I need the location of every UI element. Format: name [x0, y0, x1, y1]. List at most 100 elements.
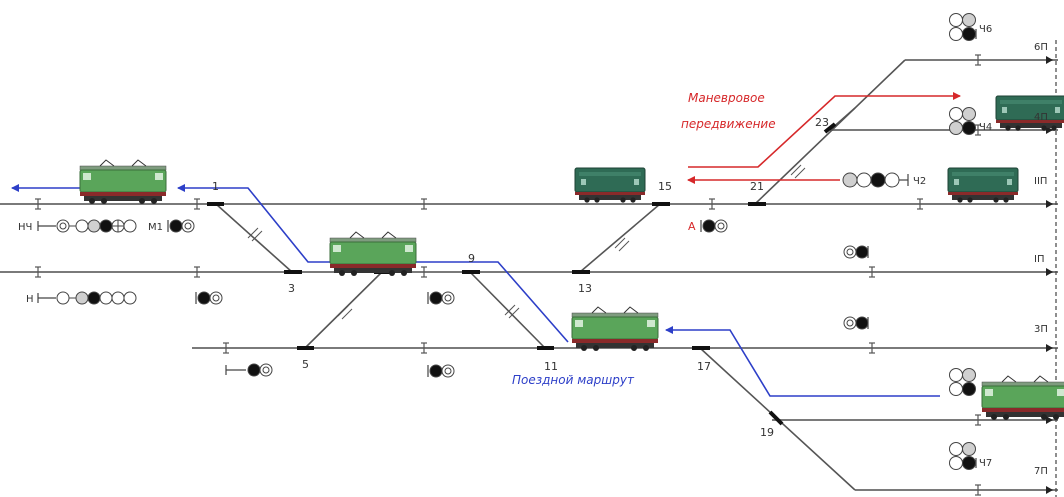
signal-labels: НЧ Н М1 А Ч2 Ч4 Ч6 Ч7 [18, 24, 992, 469]
crossover-hatches [247, 164, 806, 320]
signal-lamp-icon [949, 107, 963, 121]
signal-lamp-icon [429, 291, 443, 305]
track-label-7: 7П [1034, 466, 1048, 477]
signal-label-m1: М1 [148, 222, 163, 233]
switch-number-label: 23 [815, 116, 829, 129]
signal-lamp-icon [842, 172, 858, 188]
switch-blade [768, 410, 784, 426]
diesel-locomotive-icon [995, 95, 1064, 132]
diesel-locomotive-icon [574, 167, 646, 204]
crossover-1-3 [215, 203, 293, 273]
signal-lamp-icon [962, 13, 976, 27]
electric-locomotive-icon [981, 375, 1064, 421]
signal-lamp-icon [99, 219, 113, 233]
track-label-1: IП [1034, 254, 1044, 265]
signal-m-right-2 [843, 316, 869, 330]
signal-lamp-icon [111, 291, 125, 305]
signal-lamp-icon [429, 364, 443, 378]
switch-number-label: 21 [750, 180, 764, 193]
signal-lamp-icon [949, 382, 963, 396]
train-route-label: Поездной маршрут [512, 373, 635, 387]
signal-lamp-icon [962, 121, 976, 135]
signal-lamp-icon [962, 442, 976, 456]
switch-blade [823, 122, 837, 134]
signal-lamp-icon [856, 172, 872, 188]
track-end-markers [1046, 56, 1053, 494]
signal-lamp-icon [56, 291, 70, 305]
route-arrow-icon [688, 92, 961, 168]
route-arrow-icon [177, 184, 330, 263]
electric-locomotive-icon [571, 306, 659, 352]
signal-nch [37, 219, 137, 233]
signal-label-ch2: Ч2 [913, 176, 926, 187]
signal-lamp-icon [962, 368, 976, 382]
switch-number-labels: 1 3 5 9 11 13 15 17 19 21 23 [212, 116, 829, 439]
signal-lamp-icon [75, 219, 89, 233]
signal-lamp-icon [962, 382, 976, 396]
signal-m1 [167, 219, 195, 233]
signal-label-nch: НЧ [18, 222, 32, 233]
signal-lamp-icon [123, 219, 137, 233]
route-annotations: Маневровое передвижение Поездной маршрут [512, 91, 776, 387]
signal-label-n: Н [26, 294, 34, 305]
crossover-9-11 [469, 271, 546, 349]
signal-lamp-icon [247, 363, 261, 377]
shunting-label-line1: Маневровое [688, 91, 765, 105]
track-labels: 6П 4П IIП IП 3П 7П [1034, 42, 1048, 477]
shunting-label-line2: передвижение [681, 117, 776, 131]
signal-ch7 [949, 442, 977, 470]
signal-lamp-icon [884, 172, 900, 188]
signal-m-right-1 [843, 245, 869, 259]
signal-ch4 [949, 107, 976, 135]
signal-a [700, 219, 728, 233]
signal-label-ch7: Ч7 [979, 458, 992, 469]
shunting-route [687, 92, 961, 184]
switch-number-label: 13 [578, 282, 592, 295]
signal-label-ch4: Ч4 [979, 122, 992, 133]
crossover-13-15 [579, 203, 661, 273]
signal-lamp-icon [99, 291, 113, 305]
signal-ch2 [842, 172, 909, 188]
signal-lamp-icon [962, 456, 976, 470]
signal-label-a: А [688, 220, 696, 233]
signal-lamp-icon [962, 107, 976, 121]
signal-lamp-icon [87, 219, 101, 233]
track-label-2: IIП [1034, 176, 1047, 187]
signal-lamp-icon [87, 291, 101, 305]
signal-lamp-icon [123, 291, 137, 305]
track-label-4: 4П [1034, 112, 1048, 123]
track-label-3: 3П [1034, 324, 1048, 335]
signal-m-mid-1 [427, 291, 455, 305]
switch-number-label: 9 [468, 252, 475, 265]
signal-m-mid-2 [427, 364, 455, 378]
signal-lamp-icon [75, 291, 89, 305]
signal-lamp-icon [169, 219, 183, 233]
signal-lamp-icon [962, 27, 976, 41]
switch-number-label: 5 [302, 358, 309, 371]
signal-lamp-icon [702, 219, 716, 233]
electric-locomotive-icon [329, 231, 417, 277]
signal-m-dead-end [225, 363, 273, 377]
signal-lamp-icon [870, 172, 886, 188]
insulating-joints [35, 54, 981, 496]
tracks [0, 40, 1058, 497]
switch-number-label: 17 [697, 360, 711, 373]
switch-number-label: 15 [658, 180, 672, 193]
signal-ch6 [949, 13, 977, 41]
diesel-locomotive-icon [947, 167, 1019, 204]
signal-lamp-icon [949, 442, 963, 456]
switch-number-label: 11 [544, 360, 558, 373]
signal-m-lower [195, 291, 223, 305]
switch-number-label: 19 [760, 426, 774, 439]
switch-number-label: 3 [288, 282, 295, 295]
electric-locomotive-icon [79, 159, 167, 205]
signal-label-ch6: Ч6 [979, 24, 992, 35]
signal-n [37, 291, 137, 305]
signal-lamp-icon [949, 13, 963, 27]
route-arrow-icon [397, 258, 569, 343]
route-arrow-icon [665, 326, 940, 397]
signal-lamp-icon [949, 121, 963, 135]
signal-lamp-icon [855, 245, 869, 259]
signal-lamp-icon [197, 291, 211, 305]
signal-lamp-icon [855, 316, 869, 330]
